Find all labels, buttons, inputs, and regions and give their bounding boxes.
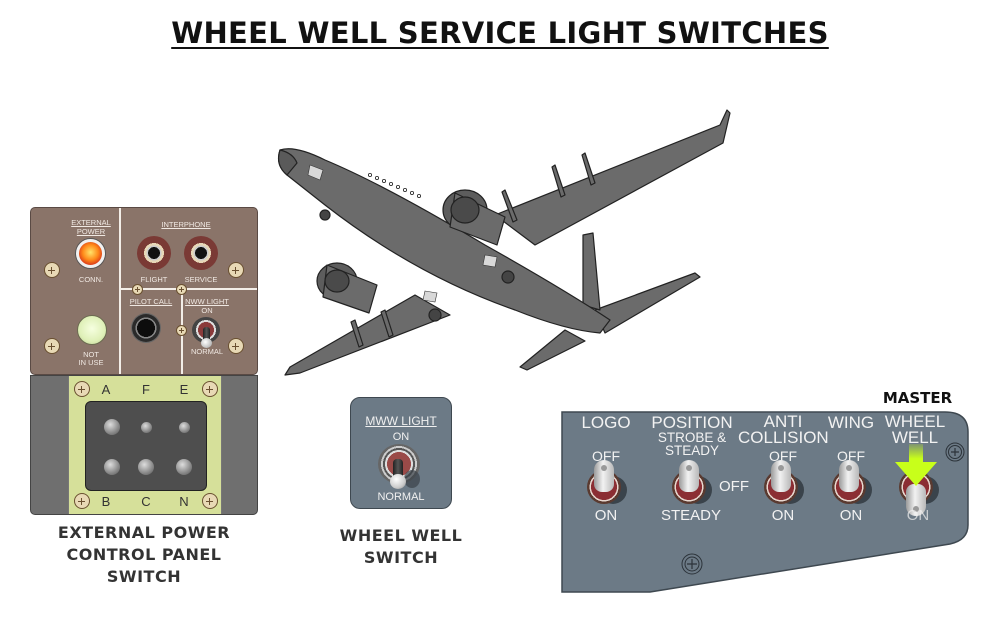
position-steady-label: STEADY <box>660 507 721 524</box>
not-in-use-label: NOT IN USE <box>78 350 104 367</box>
pin-c <box>138 459 154 475</box>
nww-light-label: NWW LIGHT <box>185 297 229 306</box>
pin-f <box>141 422 152 433</box>
screw-icon <box>202 493 218 509</box>
anti-collision-on-label: ON <box>771 507 795 524</box>
nww-normal-label: NORMAL <box>190 347 224 356</box>
screw-icon <box>74 493 90 509</box>
nww-light-toggle-switch[interactable] <box>192 317 222 348</box>
position-off-label: OFF <box>719 478 749 495</box>
receptacle-frame: A F E B C N <box>68 376 222 514</box>
mww-normal-label: NORMAL <box>377 491 425 503</box>
pin-label-n: N <box>179 494 189 509</box>
pin-b <box>104 459 120 475</box>
master-label: MASTER <box>882 389 953 407</box>
airplane-wing-right <box>494 109 731 246</box>
wheel-well-switch-panel: MWW LIGHT ON NORMAL <box>350 397 452 509</box>
pin-label-c: C <box>141 494 151 509</box>
external-power-receptacle-housing: A F E B C N <box>30 375 258 515</box>
panel-screw-icon <box>681 553 703 575</box>
wheel-well-switch-caption: WHEEL WELL SWITCH <box>339 526 463 567</box>
logo-toggle-switch[interactable] <box>585 460 635 506</box>
mww-on-label: ON <box>392 431 410 443</box>
switch-label-logo: LOGO <box>581 413 631 432</box>
switch-label-position: POSITION STROBE & STEADY <box>651 413 733 458</box>
pin-label-a: A <box>101 382 111 397</box>
screw-icon <box>228 338 244 354</box>
external-power-panel-face: EXTERNAL POWER CONN. NOT IN USE INTERPHO… <box>30 207 258 375</box>
divider <box>119 208 121 374</box>
logo-on-label: ON <box>594 507 618 524</box>
screw-icon <box>132 284 143 295</box>
screw-icon <box>176 325 187 336</box>
switch-label-wheel-well: WHEEL WELL <box>884 412 946 447</box>
switch-label-wing: WING <box>827 413 875 432</box>
interphone-flight-jack[interactable] <box>137 236 171 270</box>
flight-label: FLIGHT <box>140 275 168 284</box>
wing-toggle-switch[interactable] <box>830 460 880 506</box>
screw-icon <box>44 262 60 278</box>
wheel-well-toggle-switch[interactable] <box>378 444 424 494</box>
external-power-receptacle[interactable] <box>85 401 207 491</box>
nww-on-label: ON <box>201 306 213 315</box>
pin-n <box>176 459 192 475</box>
airplane-wing-left <box>284 294 451 376</box>
highlight-arrow-icon <box>895 444 937 486</box>
pin-label-e: E <box>179 382 189 397</box>
anti-collision-toggle-switch[interactable] <box>762 460 812 506</box>
mww-light-label: MWW LIGHT <box>365 414 437 428</box>
wheel-well-on-label: ON <box>906 507 930 524</box>
not-in-use-light <box>77 315 107 345</box>
screw-icon <box>228 262 244 278</box>
external-power-label: EXTERNAL POWER <box>71 218 111 236</box>
position-toggle-switch[interactable] <box>670 460 720 506</box>
exterior-lights-panel <box>561 411 969 593</box>
page-title: WHEEL WELL SERVICE LIGHT SWITCHES <box>171 16 829 50</box>
panel-screw-icon <box>945 442 965 462</box>
screw-icon <box>44 338 60 354</box>
screw-icon <box>176 284 187 295</box>
pin-a <box>104 419 120 435</box>
external-power-control-panel: EXTERNAL POWER CONN. NOT IN USE INTERPHO… <box>30 207 258 515</box>
airplane-fuselage <box>277 148 611 334</box>
interphone-service-jack[interactable] <box>184 236 218 270</box>
pin-label-f: F <box>142 382 150 397</box>
pilot-call-jack[interactable] <box>132 314 160 342</box>
screw-icon <box>74 381 90 397</box>
pin-e <box>179 422 190 433</box>
screw-icon <box>202 381 218 397</box>
conn-label: CONN. <box>78 275 104 284</box>
airplane-icon <box>277 109 731 376</box>
divider <box>119 288 257 290</box>
switch-label-anti-collision: ANTI COLLISION <box>738 412 829 447</box>
external-power-caption: EXTERNAL POWER CONTROL PANEL SWITCH <box>57 523 231 586</box>
service-label: SERVICE <box>184 275 218 284</box>
pin-label-b: B <box>101 494 111 509</box>
external-power-conn-light <box>76 239 105 268</box>
interphone-label: INTERPHONE <box>161 220 211 229</box>
pilot-call-label: PILOT CALL <box>129 297 173 306</box>
wing-on-label: ON <box>839 507 863 524</box>
